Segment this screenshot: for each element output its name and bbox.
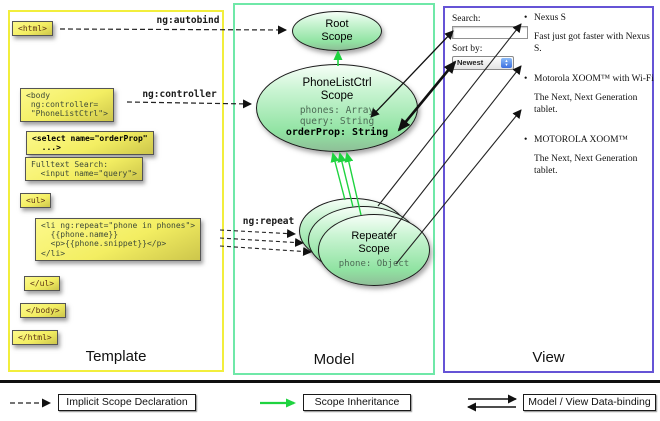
phone-title: Nexus S xyxy=(534,13,566,23)
bullet-icon: • xyxy=(524,13,528,23)
html-close-tag-box: </html> xyxy=(12,330,58,346)
root-scope-title: Root Scope xyxy=(321,18,353,43)
select-stepper-icon: ▲▼ xyxy=(501,58,512,68)
phone-title: MOTOROLA XOOM™ xyxy=(534,135,628,145)
model-panel: Model xyxy=(233,3,435,375)
ul-close-tag-box: </ul> xyxy=(24,276,61,292)
bullet-icon: • xyxy=(524,135,528,145)
template-panel-label: Template xyxy=(85,348,147,365)
li-repeat-box: <li ng:repeat="phone in phones"> {{phone… xyxy=(35,218,202,261)
ul-open-tag-box: <ul> xyxy=(20,193,52,209)
repeater-scope-ellipse: Repeater Scope phone: Object xyxy=(318,214,430,286)
search-label: Search: xyxy=(452,14,481,24)
phone-desc: The Next, Next Generation tablet. xyxy=(534,154,638,176)
sort-select-value: Newest xyxy=(457,58,484,67)
search-input xyxy=(452,26,528,39)
phone-title: Motorola XOOM™ with Wi-Fi xyxy=(534,74,654,84)
phones-prop: phones: Array xyxy=(299,104,375,116)
legend-implicit-scope: Implicit Scope Declaration xyxy=(58,394,196,411)
phone-desc: Fast just got faster with Nexus S. xyxy=(534,32,650,54)
phonelistctrl-scope-title: PhoneListCtrl Scope xyxy=(302,76,372,103)
phone-list: • Nexus S Fast just got faster with Nexus… xyxy=(524,12,656,195)
body-close-tag-box: </body> xyxy=(20,303,66,319)
repeater-scope-title: Repeater Scope xyxy=(351,230,397,256)
sort-select: Newest ▲▼ xyxy=(452,56,514,70)
view-panel-label: View xyxy=(532,349,565,366)
legend-scope-inheritance: Scope Inheritance xyxy=(303,394,411,411)
model-panel-label: Model xyxy=(313,351,355,368)
query-prop: query: String xyxy=(299,115,375,127)
root-scope-ellipse: Root Scope xyxy=(292,11,382,51)
ng-repeat-label: ng:repeat xyxy=(242,216,295,227)
list-item: • Motorola XOOM™ with Wi-Fi The Next, Nex… xyxy=(524,73,656,116)
fulltext-search-box: Fulltext Search: <input name="query"> xyxy=(25,157,143,182)
select-orderprop-box: <select name="orderProp" ...> xyxy=(26,131,154,156)
phone-desc: The Next, Next Generation tablet. xyxy=(534,93,638,115)
html-open-tag-box: <html> xyxy=(12,21,53,37)
list-item: • MOTOROLA XOOM™ The Next, Next Generatio… xyxy=(524,134,656,177)
phone-prop: phone: Object xyxy=(338,259,410,270)
ng-autobind-label: ng:autobind xyxy=(156,15,220,26)
sort-by-label: Sort by: xyxy=(452,44,483,54)
list-item: • Nexus S Fast just got faster with Nexus… xyxy=(524,12,656,55)
bullet-icon: • xyxy=(524,74,528,84)
legend-data-binding: Model / View Data-binding xyxy=(523,394,656,411)
body-controller-box: <body ng:controller= "PhoneListCtrl"> xyxy=(20,88,114,122)
legend-divider xyxy=(0,380,660,383)
ng-controller-label: ng:controller xyxy=(142,89,217,100)
phonelistctrl-scope-ellipse: PhoneListCtrl Scope phones: Array query:… xyxy=(256,64,418,152)
orderprop-prop: orderProp: String xyxy=(285,127,389,139)
